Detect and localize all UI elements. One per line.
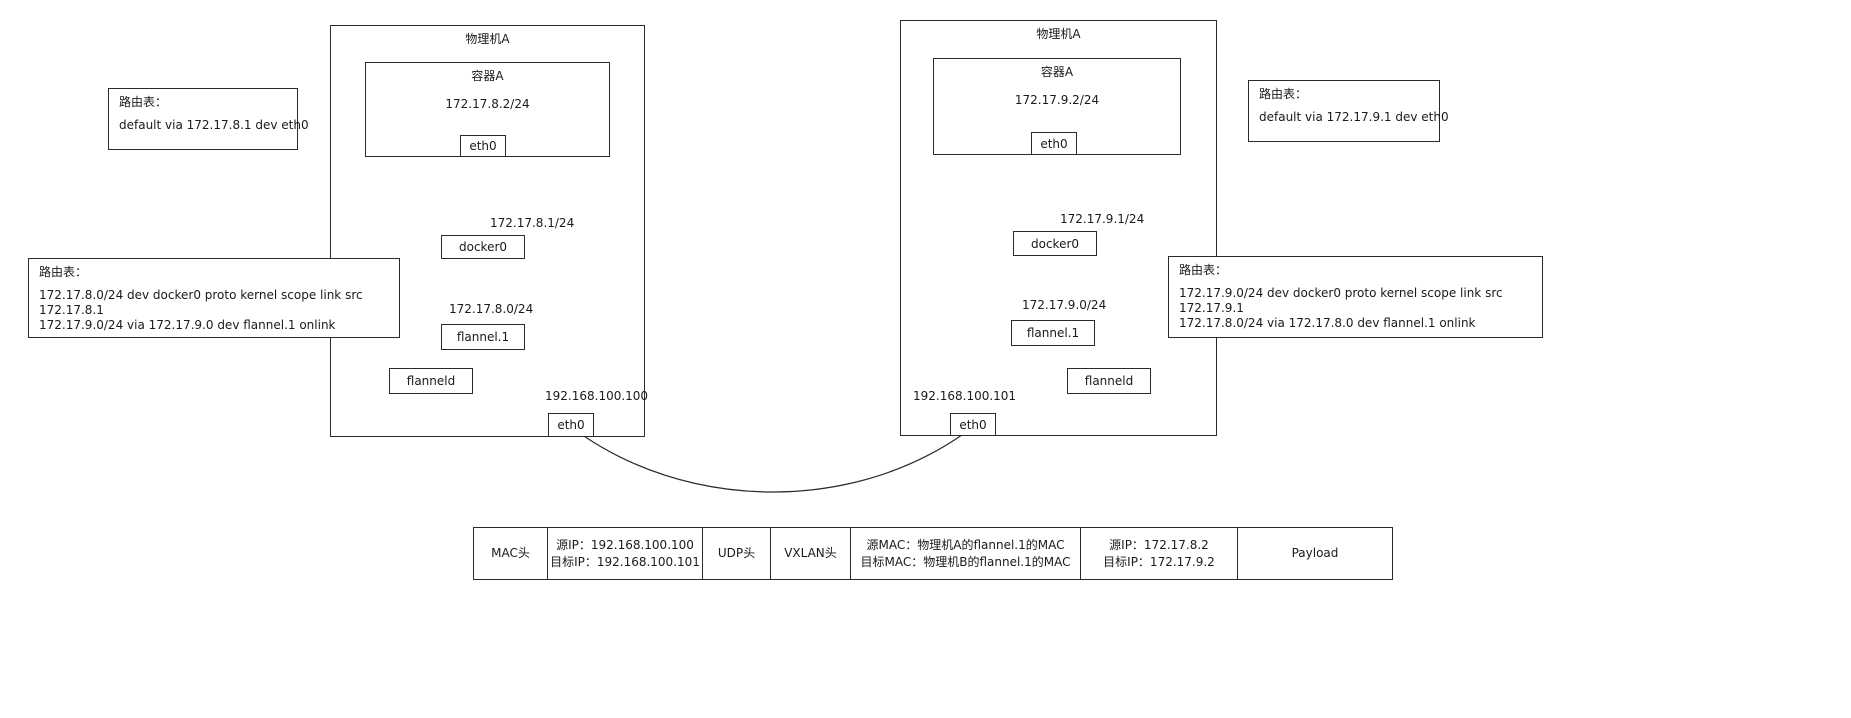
left-docker0-box: docker0 (441, 235, 525, 259)
left-flannel1-label: flannel.1 (456, 330, 510, 344)
right-container-title: 容器A (1040, 65, 1074, 79)
packet-cell-outer-ip: 源IP：192.168.100.100 目标IP：192.168.100.101 (548, 527, 703, 580)
route-table-mid-left: 路由表： 172.17.8.0/24 dev docker0 proto ker… (28, 258, 400, 338)
route-table-top-right-title: 路由表： (1259, 87, 1308, 101)
packet-cell-inner-ip: 源IP：172.17.8.2 目标IP：172.17.9.2 (1081, 527, 1238, 580)
left-container-ip: 172.17.8.2/24 (445, 97, 530, 111)
packet-cell-mac-header-line1: MAC头 (491, 546, 530, 561)
route-table-mid-left-line1: 172.17.8.0/24 dev docker0 proto kernel s… (39, 288, 363, 302)
packet-cell-udp-header-line1: UDP头 (717, 546, 756, 561)
route-table-top-right-line1: default via 172.17.9.1 dev eth0 (1259, 110, 1449, 124)
packet-cell-mac-header: MAC头 (473, 527, 548, 580)
left-docker0-ip-label: 172.17.8.1/24 (490, 216, 575, 230)
left-container-eth0-box: eth0 (460, 135, 506, 157)
left-flanneld-box: flanneld (389, 368, 473, 394)
right-flannel-ip-label: 172.17.9.0/24 (1022, 298, 1107, 312)
right-container-eth0-box: eth0 (1031, 132, 1077, 155)
packet-cell-vxlan-header: VXLAN头 (771, 527, 851, 580)
left-flannel-ip-label: 172.17.8.0/24 (449, 302, 534, 316)
packet-cell-payload: Payload (1238, 527, 1393, 580)
right-host-eth0-box: eth0 (950, 413, 996, 436)
left-flanneld-label: flanneld (406, 374, 456, 388)
left-flannel1-box: flannel.1 (441, 324, 525, 350)
route-table-mid-left-line2: 172.17.8.1 (39, 303, 104, 317)
right-docker0-box: docker0 (1013, 231, 1097, 256)
route-table-top-right: 路由表： default via 172.17.9.1 dev eth0 (1248, 80, 1449, 142)
packet-cell-payload-line1: Payload (1291, 546, 1339, 561)
left-docker0-label: docker0 (458, 240, 508, 254)
right-flannel1-label: flannel.1 (1026, 326, 1080, 340)
packet-cell-inner-mac: 源MAC：物理机A的flannel.1的MAC 目标MAC：物理机B的flann… (851, 527, 1081, 580)
packet-cell-udp-header: UDP头 (703, 527, 771, 580)
right-flanneld-box: flanneld (1067, 368, 1151, 394)
left-container-title: 容器A (471, 69, 504, 83)
left-container-eth0-label: eth0 (469, 139, 497, 153)
right-host-eth0-label: eth0 (959, 417, 987, 432)
right-flannel1-box: flannel.1 (1011, 320, 1095, 346)
route-table-mid-right-line1: 172.17.9.0/24 dev docker0 proto kernel s… (1179, 286, 1503, 300)
packet-cell-inner-mac-line1: 源MAC：物理机A的flannel.1的MAC (866, 538, 1065, 553)
route-table-top-left-title: 路由表： (119, 95, 168, 109)
packet-cell-inner-mac-line2: 目标MAC：物理机B的flannel.1的MAC (860, 554, 1071, 569)
route-table-mid-right-line2: 172.17.9.1 (1179, 301, 1244, 315)
route-table-top-left: 路由表： default via 172.17.8.1 dev eth0 (108, 88, 309, 150)
left-host-eth0-label: eth0 (557, 418, 585, 432)
packet-cell-inner-ip-line1: 源IP：172.17.8.2 (1109, 538, 1209, 553)
packet-cell-outer-ip-line1: 源IP：192.168.100.100 (556, 538, 694, 553)
route-table-mid-right: 路由表： 172.17.9.0/24 dev docker0 proto ker… (1168, 256, 1543, 338)
packet-cell-inner-ip-line2: 目标IP：172.17.9.2 (1103, 554, 1215, 569)
route-table-mid-left-title: 路由表： (39, 265, 88, 279)
right-machine-title: 物理机A (1036, 27, 1081, 41)
route-table-mid-right-title: 路由表： (1179, 263, 1228, 277)
right-host-ip-label: 192.168.100.101 (913, 389, 1017, 403)
right-container-eth0-label: eth0 (1040, 136, 1068, 151)
right-docker0-label: docker0 (1030, 236, 1080, 251)
right-flanneld-label: flanneld (1084, 374, 1134, 388)
route-table-mid-left-line3: 172.17.9.0/24 via 172.17.9.0 dev flannel… (39, 318, 336, 332)
route-table-top-left-line1: default via 172.17.8.1 dev eth0 (119, 118, 309, 132)
packet-cell-outer-ip-line2: 目标IP：192.168.100.101 (550, 554, 700, 569)
route-table-mid-right-line3: 172.17.8.0/24 via 172.17.8.0 dev flannel… (1179, 316, 1476, 330)
packet-cell-vxlan-header-line1: VXLAN头 (784, 546, 837, 561)
left-host-eth0-box: eth0 (548, 413, 594, 437)
right-docker0-ip-label: 172.17.9.1/24 (1060, 212, 1145, 226)
left-machine-title: 物理机A (465, 32, 510, 46)
packet-structure-bar: MAC头 源IP：192.168.100.100 目标IP：192.168.10… (473, 527, 1393, 580)
left-host-ip-label: 192.168.100.100 (545, 389, 649, 403)
right-container-ip: 172.17.9.2/24 (1014, 93, 1100, 107)
